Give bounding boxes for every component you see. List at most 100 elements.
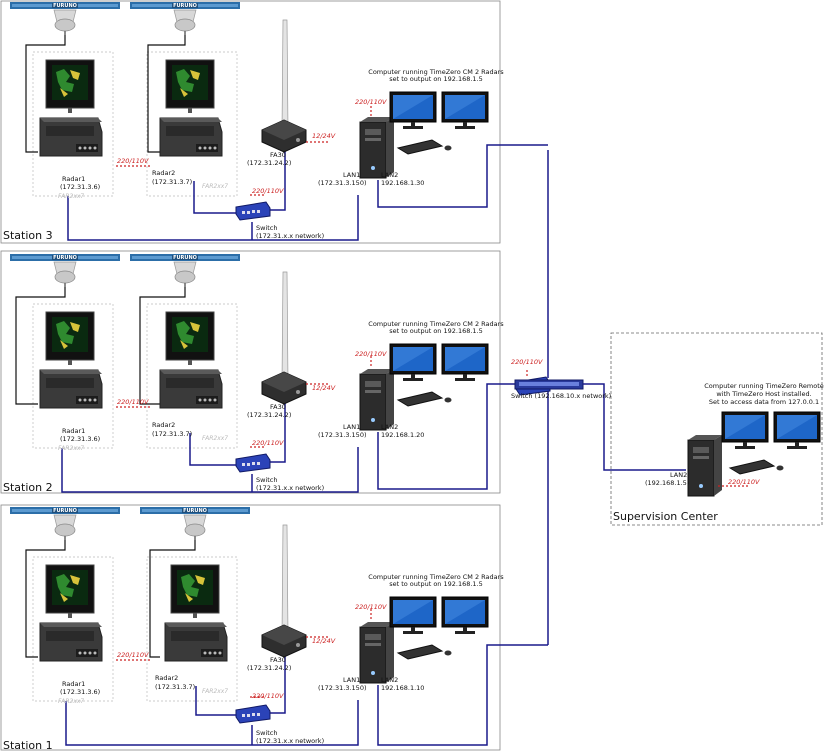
computer-note-line2: set to output on 192.168.1.5 [389, 75, 483, 83]
computer-icon [359, 116, 395, 179]
supervision-group [687, 411, 821, 497]
station-frame [0, 250, 501, 494]
gps-antenna-icon [280, 524, 290, 642]
monitor-icon [389, 343, 437, 382]
lan2-label: LAN2 [381, 171, 398, 179]
fa30-power-label: 12/24V [312, 637, 336, 645]
furuno-brand-label: FURUNO [53, 255, 77, 261]
radar-unit-icon [164, 564, 228, 662]
supervision-power-label: 220/110V [728, 478, 760, 486]
main-switch-power-label: 220/110V [511, 358, 543, 366]
fa30-name: FA30 [270, 151, 286, 159]
keyboard-icon [397, 644, 452, 660]
fa30-icon [261, 624, 307, 658]
radar-power-label: 220/110V [117, 398, 149, 406]
switch-icon [235, 201, 271, 221]
furuno-brand-label: FURUNO [183, 508, 207, 514]
furuno-brand-label: FURUNO [173, 3, 197, 9]
lan2-label: LAN2 [381, 676, 398, 684]
computer-note-line2: set to output on 192.168.1.5 [389, 327, 483, 335]
radar-unit-icon [39, 564, 103, 662]
radar1-name: Radar1 [62, 427, 85, 435]
computer-note-line1: Computer running TimeZero CM 2 Radars [368, 320, 504, 328]
switch-power-label: 220/110V [252, 187, 284, 195]
station-frame [0, 0, 501, 244]
radar2-ip: (172.31.3.7) [155, 683, 195, 691]
radar1-ip: (172.31.3.6) [60, 183, 100, 191]
fa30-icon [261, 119, 307, 153]
station-group [9, 253, 516, 493]
switch-icon [235, 704, 271, 724]
lan1-ip: (172.31.3.150) [318, 684, 367, 692]
lan2-ip: 192.168.1.10 [381, 684, 424, 692]
furuno-brand-label: FURUNO [53, 508, 77, 514]
radar2-model: FAR2xx7 [202, 688, 228, 695]
computer-note-line1: Computer running TimeZero CM 2 Radars [368, 573, 504, 581]
fa30-ip: (172.31.24.2) [247, 411, 291, 419]
keyboard-icon [729, 459, 784, 475]
radar2-model: FAR2xx7 [202, 183, 228, 190]
gps-antenna-icon [280, 271, 290, 389]
station-label: Station 3 [3, 229, 53, 242]
switch-network: (172.31.x.x network) [256, 232, 324, 240]
monitor-icon [441, 91, 489, 130]
lan1-label: LAN1 [343, 171, 360, 179]
furuno-brand-label: FURUNO [53, 3, 77, 9]
supervision-lan2-ip: (192.168.1.5) [645, 479, 689, 487]
keyboard-icon [397, 391, 452, 407]
radar2-name: Radar2 [152, 421, 175, 429]
radar1-model: FAR2xx7 [58, 193, 84, 200]
lan2-ip: 192.168.1.20 [381, 431, 424, 439]
monitor-icon [389, 91, 437, 130]
radar1-model: FAR2xx7 [58, 698, 84, 705]
fa30-ip: (172.31.24.2) [247, 664, 291, 672]
radar1-name: Radar1 [62, 175, 85, 183]
keyboard-icon [397, 139, 452, 155]
radar-unit-icon [159, 59, 223, 157]
computer-power-label: 220/110V [355, 98, 387, 106]
lan2-label: LAN2 [381, 423, 398, 431]
computer-icon [687, 434, 723, 497]
station-label: Station 1 [3, 739, 53, 752]
switch-name: Switch [256, 476, 278, 484]
station-group [9, 506, 548, 746]
switch-power-label: 220/110V [252, 692, 284, 700]
gps-antenna-icon [280, 19, 290, 137]
lan1-label: LAN1 [343, 676, 360, 684]
fa30-power-label: 12/24V [312, 384, 336, 392]
switch-power-label: 220/110V [252, 439, 284, 447]
supervision-label: Supervision Center [613, 510, 718, 523]
switch-icon [235, 453, 271, 473]
radar-power-label: 220/110V [117, 157, 149, 165]
radar1-model: FAR2xx7 [58, 445, 84, 452]
radar-unit-icon [159, 311, 223, 409]
switch-network: (172.31.x.x network) [256, 737, 324, 745]
furuno-brand-label: FURUNO [173, 255, 197, 261]
monitor-icon [441, 596, 489, 635]
lan1-ip: (172.31.3.150) [318, 431, 367, 439]
radar-unit-icon [39, 311, 103, 409]
lan1-label: LAN1 [343, 423, 360, 431]
supervision-note-line: with TimeZero Host installed. [716, 390, 811, 398]
main-switch-ports [519, 382, 579, 386]
main-switch-label: Switch (192.168.10.x network) [511, 392, 611, 400]
radar2-name: Radar2 [155, 674, 178, 682]
fa30-name: FA30 [270, 656, 286, 664]
supervision-frame [610, 332, 823, 526]
supervision-note-line: Computer running TimeZero Remote [704, 382, 824, 390]
monitor-icon [389, 596, 437, 635]
radar2-model: FAR2xx7 [202, 435, 228, 442]
computer-icon [359, 368, 395, 431]
computer-power-label: 220/110V [355, 350, 387, 358]
radar-unit-icon [39, 59, 103, 157]
switch-name: Switch [256, 224, 278, 232]
monitor-icon [773, 411, 821, 450]
switch-network: (172.31.x.x network) [256, 484, 324, 492]
radar2-ip: (172.31.3.7) [152, 430, 192, 438]
radar1-ip: (172.31.3.6) [60, 688, 100, 696]
radar2-ip: (172.31.3.7) [152, 178, 192, 186]
computer-note-line1: Computer running TimeZero CM 2 Radars [368, 68, 504, 76]
switch-name: Switch [256, 729, 278, 737]
supervision-lan2-label: LAN2 [670, 471, 687, 479]
monitor-icon [721, 411, 769, 450]
